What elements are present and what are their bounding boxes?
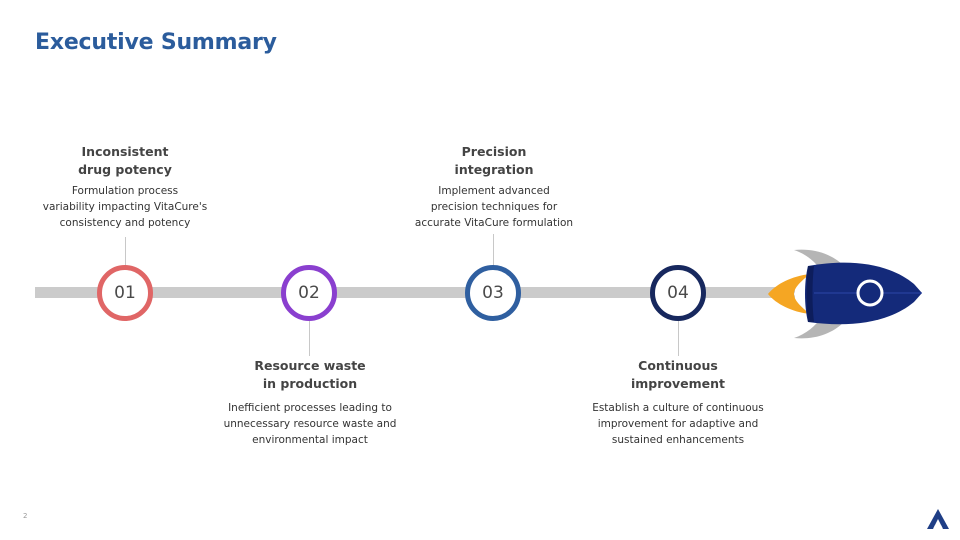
step-2-title-line1: Resource waste [254, 358, 366, 373]
step-1-title-line1: Inconsistent [81, 144, 169, 159]
step-3-circle: 03 [465, 265, 521, 321]
rocket-icon [762, 244, 928, 348]
step-4-title-line2: improvement [630, 376, 725, 391]
step-1-circle: 01 [97, 265, 153, 321]
step-2-title-line2: in production [262, 376, 358, 391]
step-3-number: 03 [482, 283, 504, 303]
step-2-circle: 02 [281, 265, 337, 321]
step-1-description: Formulation process variability impactin… [25, 183, 225, 231]
step-2-description: Inefficient processes leading to unneces… [210, 400, 410, 448]
step-1-desc-line3: consistency and potency [59, 217, 191, 229]
step-3-desc-line3: accurate VitaCure formulation [414, 217, 574, 229]
step-4-desc-line2: improvement for adaptive and [597, 418, 759, 430]
step-3-desc-line1: Implement advanced [438, 185, 550, 197]
step-1-title-line2: drug potency [78, 162, 172, 177]
page-number: 2 [23, 512, 28, 520]
step-4-desc-line3: sustained enhancements [611, 434, 745, 446]
step-3-title-line2: integration [454, 162, 534, 177]
step-4-description: Establish a culture of continuous improv… [578, 400, 778, 448]
step-4-title-line1: Continuous [638, 358, 718, 373]
step-1-desc-line2: variability impacting VitaCure's [42, 201, 208, 213]
step-4-circle: 04 [650, 265, 706, 321]
connector-step-2 [309, 318, 310, 356]
step-2-desc-line2: unnecessary resource waste and [223, 418, 397, 430]
step-4-desc-line1: Establish a culture of continuous [592, 402, 764, 414]
step-1-number: 01 [114, 283, 136, 303]
step-3-desc-line2: precision techniques for [430, 201, 558, 213]
step-3-title: Precision integration [394, 143, 594, 179]
step-2-number: 02 [298, 283, 320, 303]
step-4-number: 04 [667, 283, 689, 303]
step-1-desc-line1: Formulation process [71, 185, 179, 197]
connector-step-4 [678, 318, 679, 356]
step-4-title: Continuous improvement [578, 357, 778, 393]
step-2-title: Resource waste in production [210, 357, 410, 393]
slide-title: Executive Summary [35, 30, 277, 55]
step-2-desc-line3: environmental impact [252, 434, 368, 446]
brand-logo-icon [926, 508, 950, 534]
connector-step-3 [493, 234, 494, 267]
timeline-bar [35, 287, 795, 298]
step-2-desc-line1: Inefficient processes leading to [228, 402, 392, 414]
connector-step-1 [125, 237, 126, 267]
step-3-description: Implement advanced precision techniques … [394, 183, 594, 231]
step-1-title: Inconsistent drug potency [25, 143, 225, 179]
step-3-title-line1: Precision [461, 144, 527, 159]
